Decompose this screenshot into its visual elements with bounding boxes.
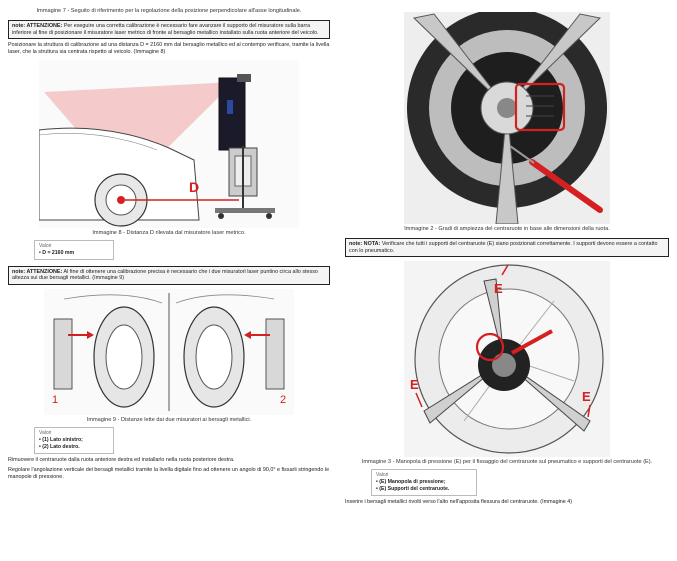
figure-7-caption: Immagine 7 - Seguito di riferimento per … (36, 8, 302, 14)
label-2: 2 (280, 394, 286, 406)
left-column: Immagine 7 - Seguito di riferimento per … (8, 8, 330, 480)
figure-3-value-2: • (E) Supporti del centraruote. (376, 486, 450, 493)
figure-8-values-header: Valori (39, 242, 52, 249)
figure-9-values: Valori • (1) Lato sinistro; • (2) Lato d… (34, 426, 114, 454)
figure-3-values-header: Valori (376, 472, 389, 479)
step-position-structure: Posizionare la struttura di calibrazione… (8, 42, 330, 55)
figure-8-caption: Immagine 8 - Distanza D rilevata dal mis… (92, 229, 246, 236)
pressure-knob-highlight (475, 333, 505, 362)
figure-3-value-1: • (E) Manopola di pressione; (376, 479, 446, 486)
step-insert-targets: Inserire i bersagli metallici rivolti ve… (345, 499, 573, 506)
label-e-top: E (494, 281, 503, 296)
right-laser-stand (265, 318, 285, 390)
label-e-left: E (410, 377, 419, 392)
figure-2-caption: Immagine 2 - Gradi di ampiezza del centr… (404, 226, 610, 232)
metal-target-marker (117, 195, 125, 204)
figure-3-values: Valori • (E) Manopola di pressione; • (E… (371, 469, 477, 497)
left-laser-stand (53, 318, 73, 390)
figure-9-values-header: Valori (39, 429, 52, 436)
figure-3-illustration: E E E (410, 264, 604, 454)
highlight-box (514, 82, 566, 132)
figure-9: 1 2 (44, 288, 294, 415)
left-laser-arrow (87, 330, 94, 339)
screwdriver-shaft (509, 145, 535, 164)
verification-note: note: NOTA: Verificare che tutti i suppo… (345, 238, 669, 258)
label-1: 1 (52, 394, 58, 406)
right-column: Immagine 2 - Gradi di ampiezza del centr… (345, 8, 669, 506)
note-prefix: note: NOTA: (349, 241, 381, 247)
attention-note-1: note: ATTENZIONE: Per eseguire una corre… (8, 20, 330, 40)
laser-beam (44, 81, 234, 188)
centering-arm-left (412, 13, 508, 109)
note-2-text: Al fine di ottenere una calibrazione pre… (12, 268, 318, 282)
figure-8-illustration: D (38, 73, 275, 227)
figure-3-caption: Immagine 3 - Manopola di pressione (E) p… (361, 459, 653, 466)
step-move-centering: Rimuovere il centraruote dalla ruota ant… (8, 456, 235, 463)
figure-9-caption: Immagine 9 - Distanze lette dai due misu… (86, 416, 252, 423)
figure-2-illustration (404, 8, 610, 225)
note-1-prefix: note: ATTENZIONE: (12, 23, 63, 29)
figure-9-value-2: • (2) Lato destro. (39, 443, 80, 450)
label-e-right: E (582, 389, 591, 404)
figure-8: D (38, 59, 299, 228)
right-laser-arrow (244, 330, 251, 339)
step-adjust-angle: Regolare l'angolazione verticale dei ber… (8, 466, 330, 480)
figure-9-value-1: • (1) Lato sinistro; (39, 436, 83, 443)
figure-8-values: Valori • D = 2160 mm (34, 239, 114, 260)
attention-note-2: note: ATTENZIONE: Al fine di ottenere un… (8, 265, 330, 285)
pointer-rod (511, 329, 553, 355)
stand-base (215, 207, 275, 213)
note-text: Verificare che tutti i supporti del cent… (349, 241, 658, 254)
note-2-prefix: note: ATTENZIONE: (12, 268, 63, 275)
figure-8-value-d: • D = 2160 mm (39, 249, 75, 256)
figure-9-illustration: 1 2 (52, 292, 286, 411)
note-1-text: Per eseguire una corretta calibrazione è… (12, 23, 319, 36)
distance-label-d: D (189, 179, 199, 195)
figure-3: E E E (404, 261, 610, 458)
figure-2 (404, 8, 610, 225)
screwdriver-handle (529, 159, 603, 213)
